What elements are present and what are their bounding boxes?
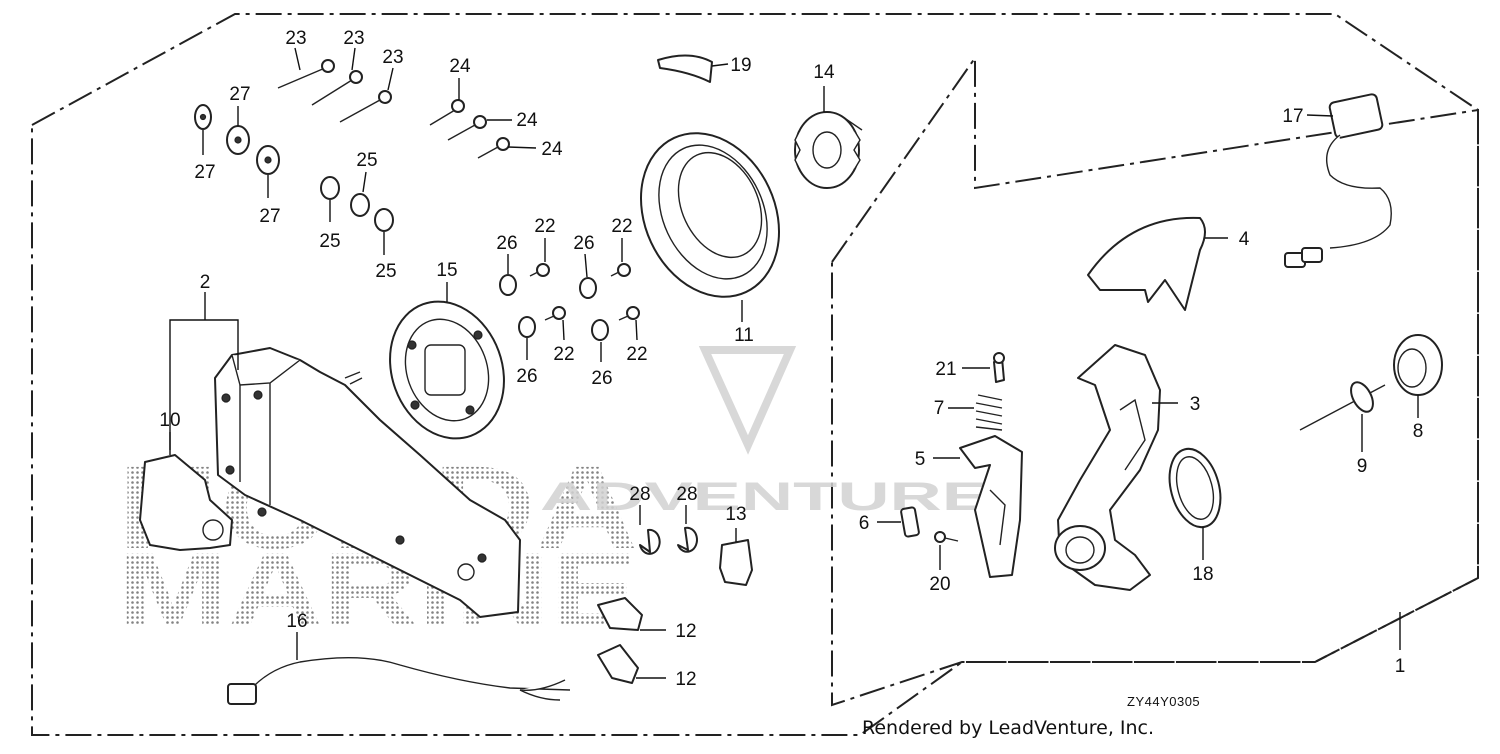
clips [597, 505, 753, 684]
callout-11: 11 [734, 325, 754, 346]
callout-2: 2 [200, 272, 211, 293]
part-housing [214, 347, 521, 618]
callout-24a: 24 [449, 56, 471, 77]
callout-23b: 23 [343, 28, 364, 49]
part-lever [1054, 344, 1178, 591]
watermark-logo-icon [698, 346, 797, 455]
callout-7: 7 [934, 398, 945, 419]
callout-4: 4 [1239, 229, 1250, 250]
callout-26c: 26 [516, 366, 537, 387]
callout-21: 21 [935, 359, 956, 380]
callout-24b: 24 [516, 110, 538, 131]
callout-20: 20 [929, 574, 950, 595]
render-credit: Rendered by LeadVenture, Inc. [862, 717, 1155, 739]
subassembly-frame [831, 54, 1479, 707]
callout-17: 17 [1282, 106, 1303, 127]
callout-23c: 23 [382, 47, 403, 68]
callout-25c: 25 [375, 261, 396, 282]
callout-13: 13 [725, 504, 746, 525]
callout-26b: 26 [573, 233, 594, 254]
spring-group [877, 352, 1023, 578]
callout-26a: 26 [496, 233, 517, 254]
part-switch-harness [1284, 93, 1392, 268]
drawing-code: ZY44Y0305 [1127, 694, 1201, 709]
callout-25b: 25 [319, 231, 340, 252]
callout-14: 14 [813, 62, 835, 83]
screws-24 [429, 78, 537, 159]
callout-28a: 28 [629, 484, 650, 505]
nuts-25 [320, 171, 394, 255]
part-wire-harness [227, 632, 571, 705]
callout-6: 6 [859, 513, 870, 534]
callout-8: 8 [1413, 421, 1424, 442]
callout-26d: 26 [591, 368, 612, 389]
part-ring [640, 132, 780, 298]
callout-25a: 25 [356, 150, 377, 171]
callout-5: 5 [915, 449, 926, 470]
part-bushing [1393, 334, 1443, 418]
part-plate [389, 300, 505, 440]
callout-22c: 22 [553, 344, 574, 365]
part-cover [1087, 216, 1206, 311]
part-strip [657, 54, 713, 83]
washers-27 [194, 104, 280, 198]
part-number-labels: 1 2 3 4 5 6 7 8 9 10 11 12 12 13 14 15 1… [159, 28, 1423, 690]
callout-10: 10 [159, 410, 180, 431]
callout-18: 18 [1192, 564, 1213, 585]
callout-22d: 22 [626, 344, 647, 365]
callout-19: 19 [730, 55, 751, 76]
callout-22a: 22 [534, 216, 555, 237]
callout-12a: 12 [675, 621, 696, 642]
part-oring [1168, 447, 1222, 560]
callout-28b: 28 [676, 484, 697, 505]
callout-1: 1 [1395, 656, 1406, 677]
watermark-adventure: ADVENTURE [540, 475, 990, 519]
callout-24c: 24 [541, 139, 563, 160]
part-gear [794, 111, 863, 189]
callout-12b: 12 [675, 669, 696, 690]
part-gasket [139, 454, 233, 551]
part-shaft [1299, 381, 1386, 452]
bolts-23 [277, 47, 394, 123]
callout-27a: 27 [229, 84, 250, 105]
callout-3: 3 [1190, 394, 1201, 415]
callout-16: 16 [286, 611, 307, 632]
callout-9: 9 [1357, 456, 1368, 477]
callout-22b: 22 [611, 216, 632, 237]
callout-27b: 27 [194, 162, 215, 183]
callout-27c: 27 [259, 206, 280, 227]
callout-15: 15 [436, 260, 457, 281]
leader-2-10 [169, 319, 239, 450]
callout-23a: 23 [285, 28, 306, 49]
bolts-22-washers-26 [499, 238, 640, 362]
